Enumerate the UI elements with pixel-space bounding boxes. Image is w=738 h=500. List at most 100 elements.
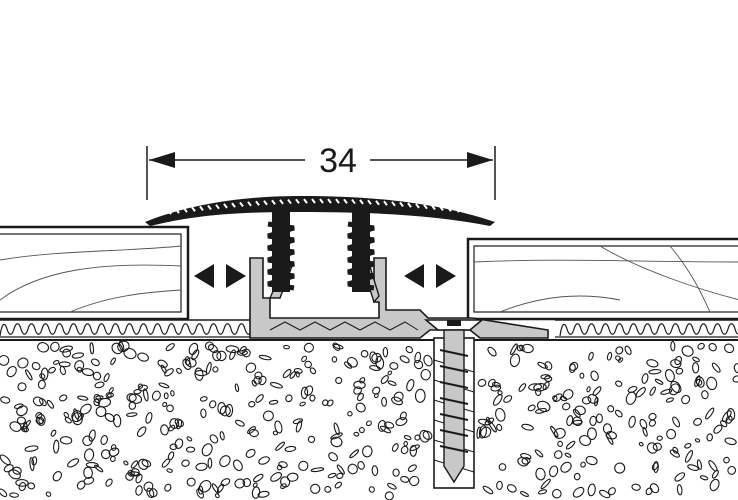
screed-pebble xyxy=(553,393,563,403)
screed-pebble xyxy=(588,351,594,361)
screed-pebble xyxy=(45,491,52,497)
screed-pebble xyxy=(209,400,217,409)
screed-pebble xyxy=(548,465,559,478)
screed-pebble xyxy=(333,422,340,436)
floor-board-right xyxy=(466,237,738,321)
screed-pebble xyxy=(391,443,399,452)
screed-pebble xyxy=(566,415,574,427)
screed-pebble xyxy=(38,397,47,407)
screed-pebble xyxy=(653,460,659,474)
screw xyxy=(423,319,485,484)
screed-pebble xyxy=(336,464,345,475)
screed-pebble xyxy=(50,341,60,352)
screed-pebble xyxy=(185,446,196,453)
screed-pebble xyxy=(641,373,649,384)
screed-pebble xyxy=(137,352,149,362)
screed-pebble xyxy=(391,396,403,406)
screed-pebble xyxy=(95,406,107,418)
screed-pebble xyxy=(518,383,527,392)
screed-pebble xyxy=(186,477,196,487)
screed-pebble xyxy=(255,394,264,403)
screed-pebble xyxy=(327,472,337,479)
screed-pebble xyxy=(406,379,415,392)
underlay-wave-right xyxy=(559,323,738,337)
screed-pebble xyxy=(347,463,358,475)
screed-pebble xyxy=(572,486,585,498)
screed-pebble xyxy=(495,407,506,422)
screed-pebble xyxy=(681,394,691,405)
screed-pebble xyxy=(540,478,551,490)
screed-pebble xyxy=(487,378,496,388)
screed-pebble xyxy=(506,484,517,493)
screed-pebble xyxy=(589,415,597,427)
screed-pebble xyxy=(334,481,343,489)
screed-pebble xyxy=(15,479,29,487)
screed-pebble xyxy=(53,439,60,454)
screed-pebble xyxy=(696,459,702,470)
screed-pebble xyxy=(17,357,29,369)
screed-pebble xyxy=(303,342,315,353)
screed-pebble xyxy=(22,419,31,430)
screed-pebble xyxy=(544,361,553,371)
screed-pebble xyxy=(595,413,603,424)
screed-pebble xyxy=(557,440,563,448)
screed-pebble xyxy=(607,405,615,413)
screed-pebble xyxy=(309,394,316,402)
screed-pebble xyxy=(356,392,365,402)
screed-pebble xyxy=(20,425,29,433)
screed-pebble xyxy=(670,380,682,394)
screed-pebble xyxy=(118,340,125,352)
screed-pebble xyxy=(252,482,258,488)
screed-pebble xyxy=(330,432,343,440)
screed-pebble xyxy=(631,483,641,491)
screed-pebble xyxy=(535,387,542,397)
screed-pebble xyxy=(711,362,721,373)
screed-pebble xyxy=(399,411,407,421)
screed-pebble xyxy=(684,443,692,449)
screed-pebble xyxy=(309,367,317,375)
screed-pebble xyxy=(564,452,572,458)
screed-pebble xyxy=(668,383,681,396)
screed-pebble xyxy=(335,376,343,385)
screed-pebble xyxy=(25,369,33,381)
screed-pebble xyxy=(638,441,644,447)
screed-pebble xyxy=(414,388,426,403)
screed-pebble xyxy=(29,457,35,472)
screed-pebble xyxy=(293,367,303,374)
screed-pebble xyxy=(257,490,270,498)
screed-pebble xyxy=(581,396,592,405)
screed-pebble xyxy=(590,370,599,382)
screed-pebble xyxy=(214,493,220,499)
screed-pebble xyxy=(110,357,117,365)
screed-pebble xyxy=(359,377,366,384)
screed-pebble xyxy=(217,402,227,415)
screed-pebble xyxy=(197,485,204,495)
screed-pebble xyxy=(672,416,681,428)
screed-pebble xyxy=(186,436,193,442)
screed-pebble xyxy=(599,489,611,499)
screed xyxy=(0,339,738,500)
dimension-arrowhead-right xyxy=(467,152,493,168)
screed-pebble xyxy=(182,358,192,370)
screed-pebble xyxy=(674,472,686,482)
screed-pebble xyxy=(699,475,709,481)
screed-pebble xyxy=(242,478,252,488)
screed-pebble xyxy=(219,455,231,468)
screed-pebble xyxy=(283,344,290,350)
screed-pebble xyxy=(212,366,219,373)
screed-pebble xyxy=(562,402,571,411)
screed-pebble xyxy=(602,423,613,435)
screed-pebbles xyxy=(0,340,738,500)
screed-pebble xyxy=(58,361,71,368)
screed-pebble xyxy=(138,458,149,470)
screed-pebble xyxy=(542,381,550,391)
screed-pebble xyxy=(229,349,236,361)
screed-pebble xyxy=(254,371,263,380)
screed-pebble xyxy=(52,471,63,482)
screed-pebble xyxy=(681,345,694,357)
screed-pebble xyxy=(648,368,662,375)
screed-pebble xyxy=(403,440,408,447)
profile-cap-serration xyxy=(159,198,476,216)
screed-pebble xyxy=(380,375,389,384)
